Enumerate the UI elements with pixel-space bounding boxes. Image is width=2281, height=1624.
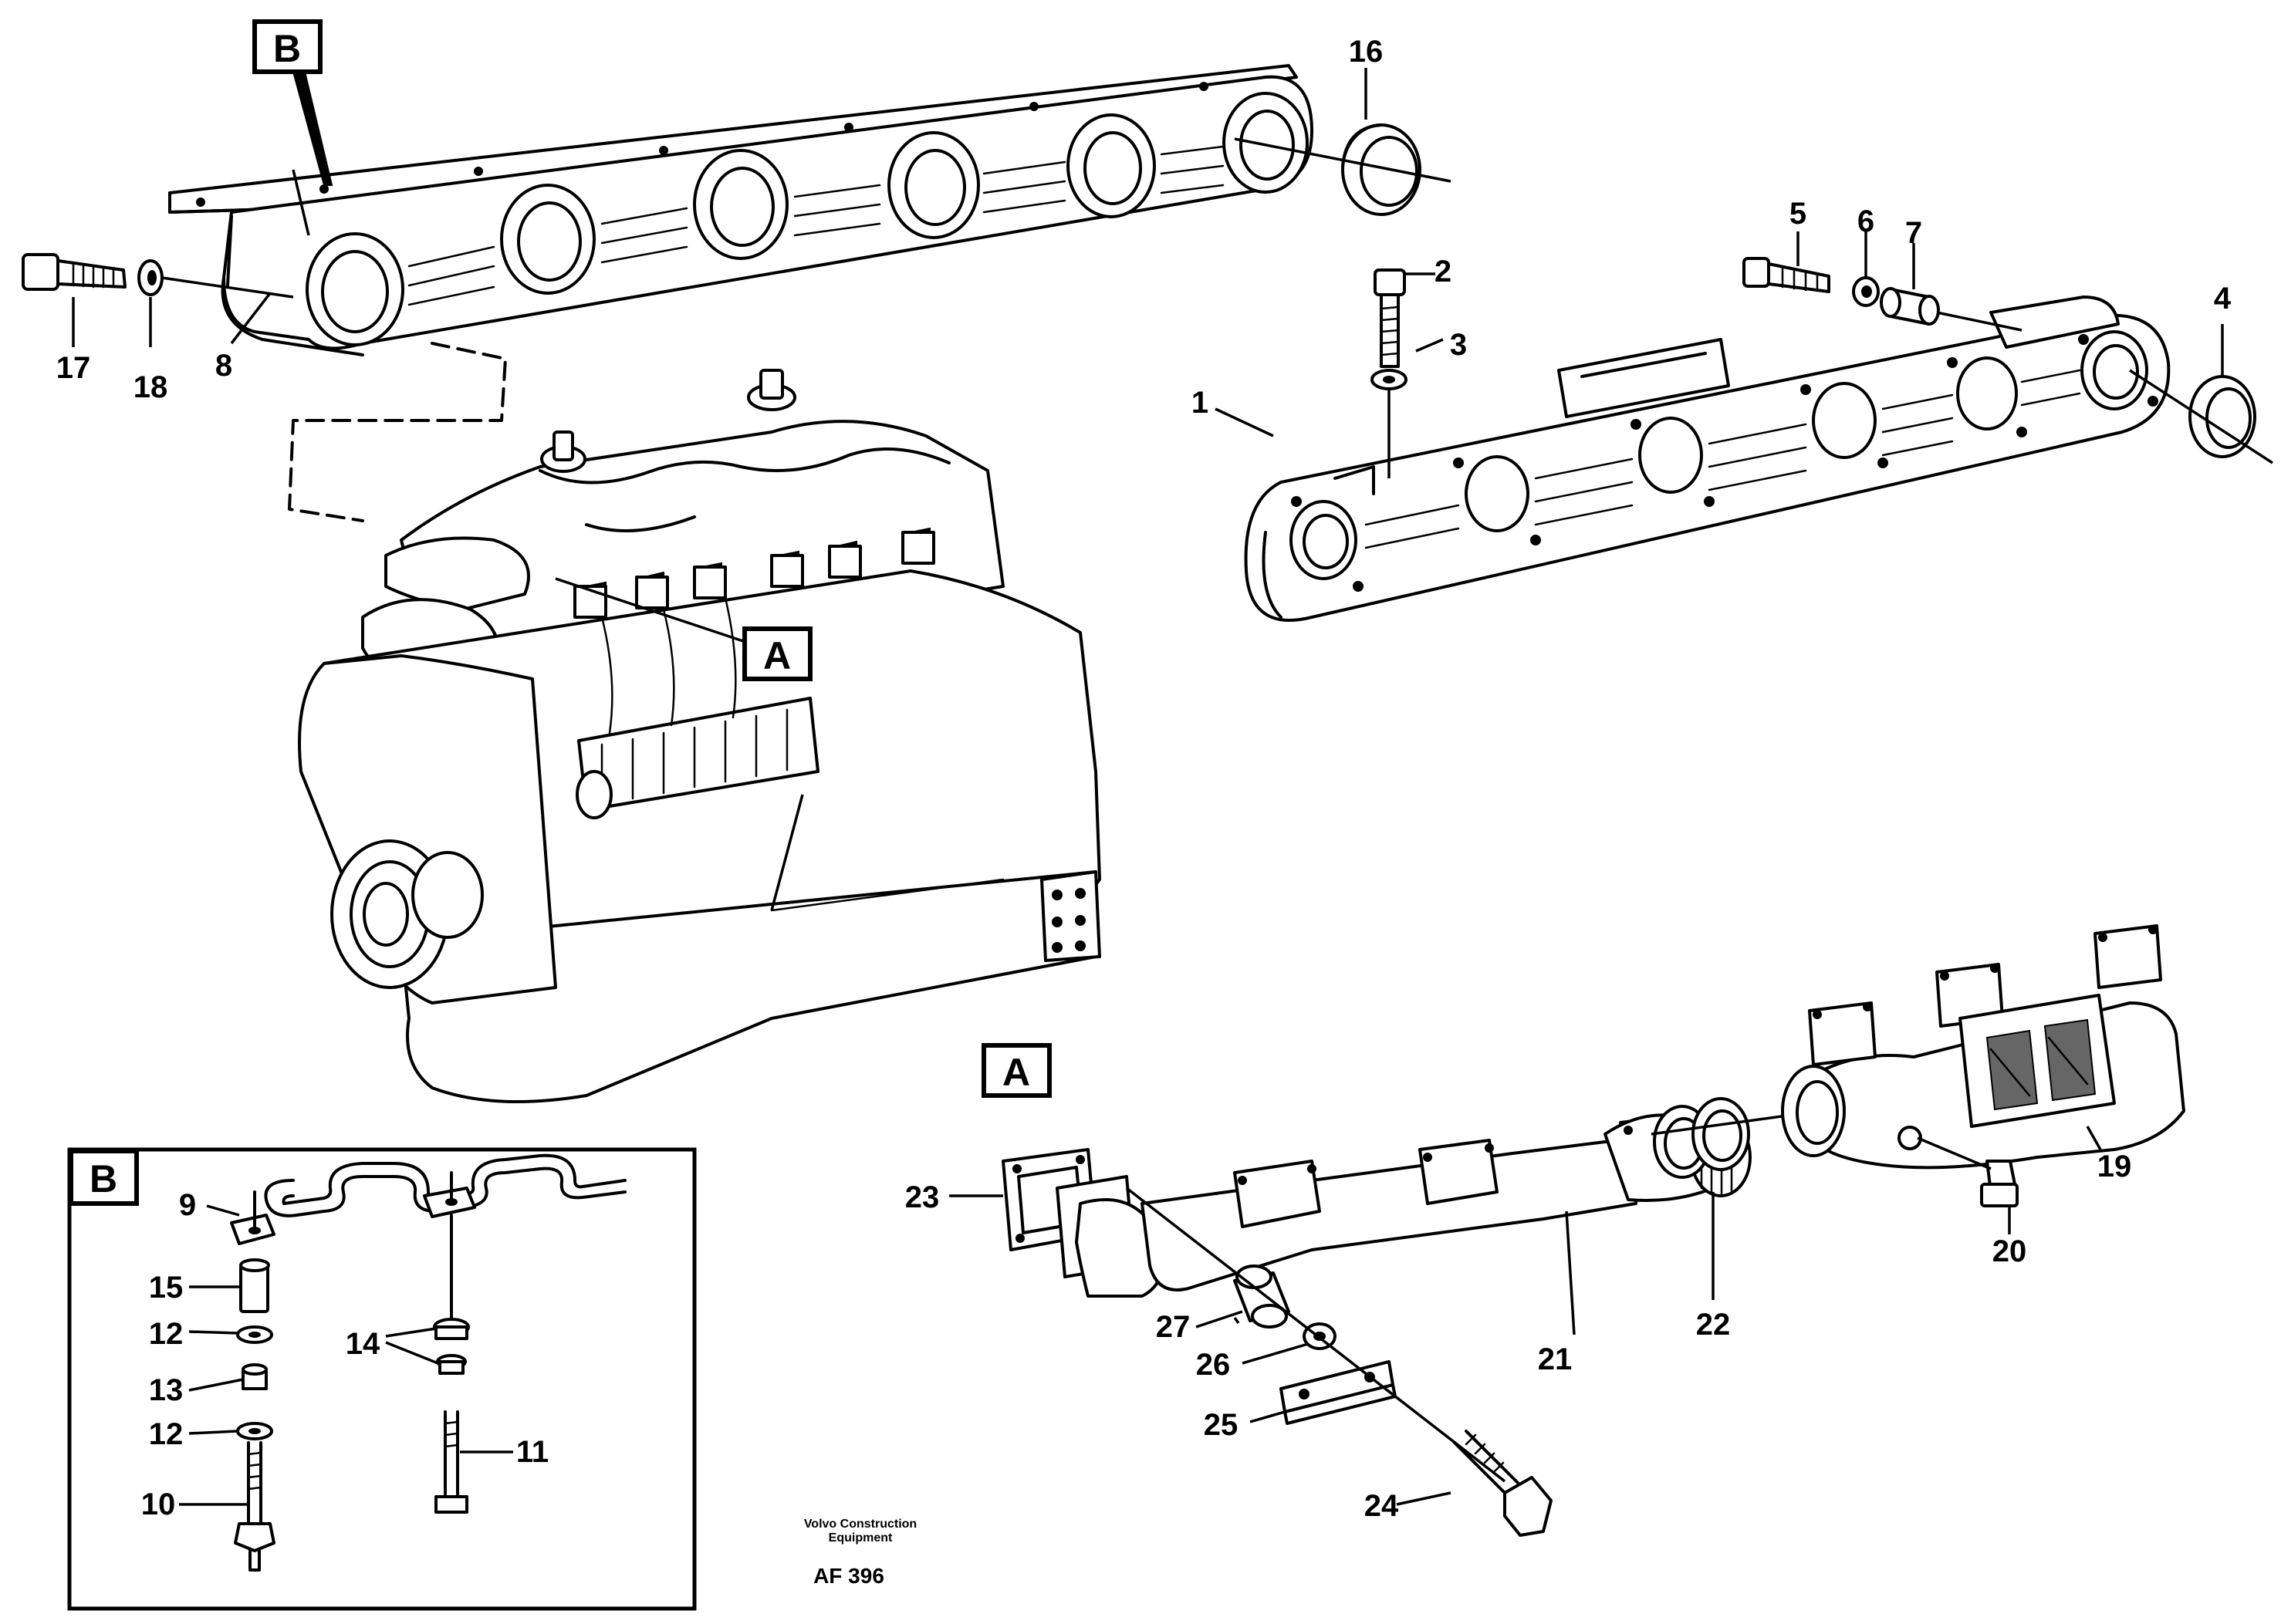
- injectors: [573, 527, 935, 619]
- callout-26: 26: [1196, 1348, 1231, 1382]
- seal-ring-16: [1341, 123, 1421, 216]
- inset-right-stack: [423, 1171, 476, 1514]
- bolt-5: [1742, 257, 1830, 293]
- callout-27: 27: [1156, 1310, 1191, 1344]
- callout-22: 22: [1696, 1308, 1731, 1342]
- callout-2: 2: [1434, 255, 1451, 289]
- callout-11: 11: [516, 1435, 549, 1469]
- callout-25: 25: [1204, 1408, 1238, 1442]
- intake-manifold-top: [168, 64, 1313, 356]
- manifold-part-1: [1244, 295, 2171, 622]
- callout-5: 5: [1789, 197, 1806, 231]
- washer-6: [1852, 276, 1880, 307]
- seal-ring-4: [2188, 375, 2256, 458]
- seal-rings-22: [1653, 1097, 1750, 1179]
- spacer-7: [1880, 287, 1940, 326]
- callout-12b: 12: [149, 1417, 184, 1451]
- callout-4: 4: [2214, 282, 2232, 316]
- svg-text:B: B: [90, 1157, 117, 1200]
- callout-24: 24: [1364, 1489, 1399, 1523]
- plug-20: [1980, 1160, 2019, 1207]
- callout-8: 8: [215, 349, 232, 383]
- callout-21: 21: [1538, 1342, 1573, 1376]
- ref-box-a-manifold: A: [982, 1043, 1052, 1098]
- inset-left-stack: [230, 1190, 275, 1572]
- callout-9: 9: [179, 1188, 196, 1222]
- callout-3: 3: [1450, 328, 1467, 362]
- spacer-27: [1233, 1264, 1290, 1329]
- callout-6: 6: [1857, 204, 1874, 238]
- plate-25: [1279, 1360, 1397, 1425]
- callout-23: 23: [905, 1180, 940, 1214]
- bolt-24: [1453, 1430, 1553, 1537]
- callout-labels: 1 2 3 4 5 6 7 8 9 10 11 12 12 13 14 15 1…: [56, 35, 2232, 1523]
- callout-17: 17: [56, 351, 91, 385]
- callout-12a: 12: [149, 1317, 184, 1351]
- bolt-17: [22, 253, 127, 291]
- svg-text:A: A: [763, 634, 791, 677]
- callout-14: 14: [346, 1327, 380, 1361]
- washer-18: [137, 259, 164, 296]
- inset-b-frame: [67, 1147, 697, 1611]
- callout-16: 16: [1349, 35, 1384, 69]
- callout-1: 1: [1191, 386, 1208, 420]
- callout-13: 13: [149, 1373, 184, 1407]
- ref-box-b-inset: B: [69, 1149, 139, 1206]
- svg-text:A: A: [1002, 1051, 1030, 1094]
- publisher-line-2: Equipment: [829, 1531, 893, 1545]
- manifold-front-section-21: [1056, 1113, 1752, 1298]
- intake-ports: [306, 92, 1309, 346]
- engine-block: [298, 369, 1101, 1103]
- callout-10: 10: [141, 1487, 176, 1521]
- ref-box-a-engine: A: [742, 626, 813, 681]
- svg-text:B: B: [273, 27, 301, 70]
- drawing-code: AF 396: [813, 1564, 884, 1588]
- callout-15: 15: [149, 1271, 184, 1305]
- drawing-caption: Volvo Construction Equipment AF 396: [804, 1518, 917, 1588]
- bolt-2: [1374, 268, 1406, 368]
- callout-19: 19: [2097, 1150, 2132, 1183]
- ref-box-b-top: B: [252, 19, 333, 186]
- manifold-rear-section-19: [1781, 924, 2185, 1170]
- callout-18: 18: [133, 370, 168, 404]
- washer-3: [1370, 369, 1407, 390]
- callout-7: 7: [1905, 216, 1922, 250]
- publisher-line-1: Volvo Construction: [804, 1518, 917, 1531]
- callout-20: 20: [1992, 1234, 2027, 1268]
